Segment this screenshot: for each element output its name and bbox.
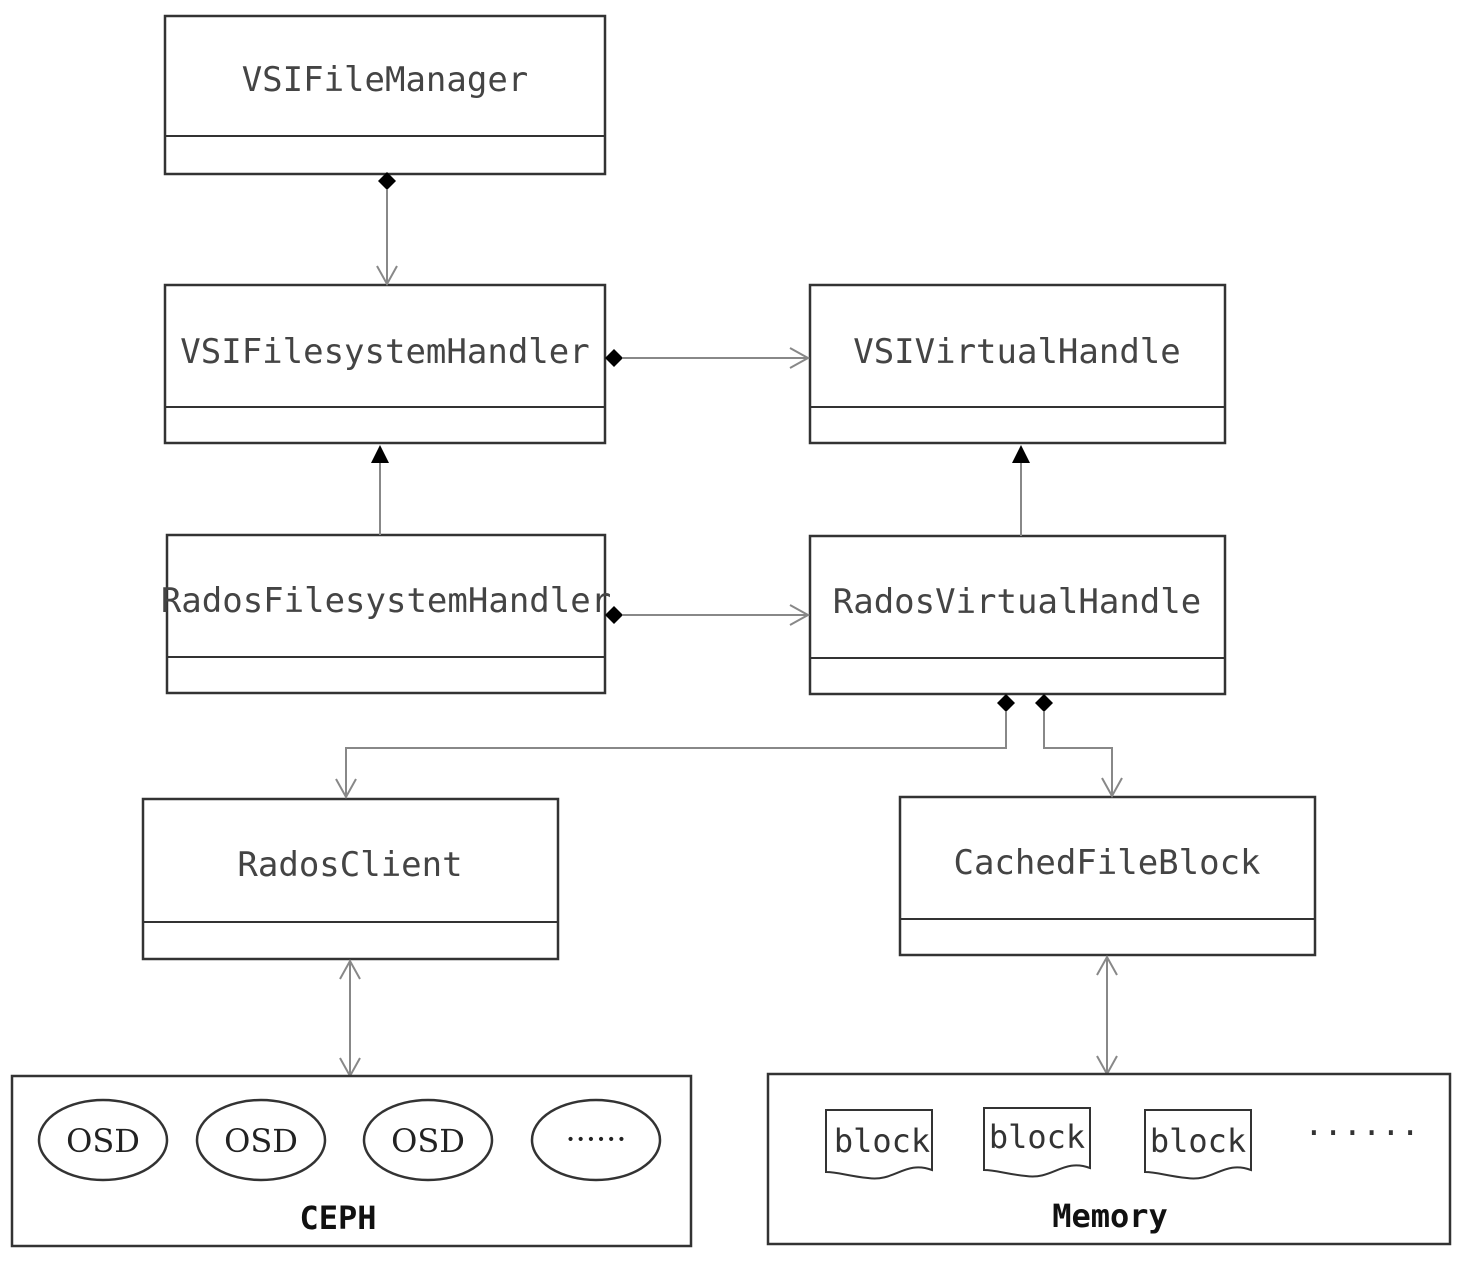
class-name: RadosClient bbox=[237, 845, 462, 885]
composition-radosfilesystemhandler-to-radosvirtualhandle bbox=[605, 604, 811, 626]
generalization-radosvirtualhandle bbox=[1012, 445, 1030, 536]
composition-radosvirtualhandle-to-cachedfileblock bbox=[1035, 694, 1123, 799]
osd-node: OSD bbox=[362, 1098, 494, 1182]
memory-container: block block block ······ Memory bbox=[766, 1072, 1452, 1246]
link-radosclient-ceph bbox=[339, 958, 361, 1079]
memory-block: block bbox=[1144, 1109, 1252, 1180]
generalization-radosfilesystemhandler bbox=[371, 445, 389, 535]
ceph-container: OSD OSD OSD ······ CEPH bbox=[10, 1074, 693, 1248]
osd-node: OSD bbox=[195, 1098, 327, 1182]
class-name: VSIVirtualHandle bbox=[853, 332, 1181, 372]
class-cachedfileblock: CachedFileBlock bbox=[898, 795, 1317, 957]
osd-node-more: ······ bbox=[530, 1098, 662, 1182]
class-name: RadosVirtualHandle bbox=[833, 582, 1201, 622]
class-name: VSIFileManager bbox=[242, 60, 529, 100]
osd-label: OSD bbox=[224, 1122, 298, 1160]
ceph-label: CEPH bbox=[299, 1199, 376, 1237]
link-cachedfileblock-memory bbox=[1096, 954, 1118, 1077]
osd-more-label: ······ bbox=[565, 1120, 626, 1158]
class-vsifilemanager: VSIFileManager bbox=[163, 14, 607, 176]
block-label: block bbox=[834, 1122, 930, 1160]
class-name: VSIFilesystemHandler bbox=[180, 332, 589, 372]
composition-radosvirtualhandle-to-radosclient bbox=[335, 694, 1015, 800]
composition-filemanager-to-filesystemhandler bbox=[376, 172, 398, 287]
osd-node: OSD bbox=[37, 1098, 169, 1182]
memory-block: block bbox=[983, 1107, 1091, 1178]
memory-block: block bbox=[825, 1109, 933, 1180]
block-label: block bbox=[1150, 1122, 1246, 1160]
composition-filesystemhandler-to-virtualhandle bbox=[605, 347, 811, 369]
class-radosclient: RadosClient bbox=[141, 797, 560, 961]
osd-label: OSD bbox=[66, 1122, 140, 1160]
class-vsifilesystemhandler: VSIFilesystemHandler bbox=[163, 283, 607, 445]
memory-more: ······ bbox=[1304, 1114, 1420, 1152]
memory-label: Memory bbox=[1052, 1197, 1168, 1235]
class-radosvirtualhandle: RadosVirtualHandle bbox=[808, 534, 1227, 696]
osd-label: OSD bbox=[391, 1122, 465, 1160]
class-vsivirtualhandle: VSIVirtualHandle bbox=[808, 283, 1227, 445]
class-name: RadosFilesystemHandler bbox=[161, 581, 611, 621]
class-name: CachedFileBlock bbox=[953, 843, 1260, 883]
block-label: block bbox=[989, 1118, 1085, 1156]
class-radosfilesystemhandler: RadosFilesystemHandler bbox=[161, 533, 611, 695]
